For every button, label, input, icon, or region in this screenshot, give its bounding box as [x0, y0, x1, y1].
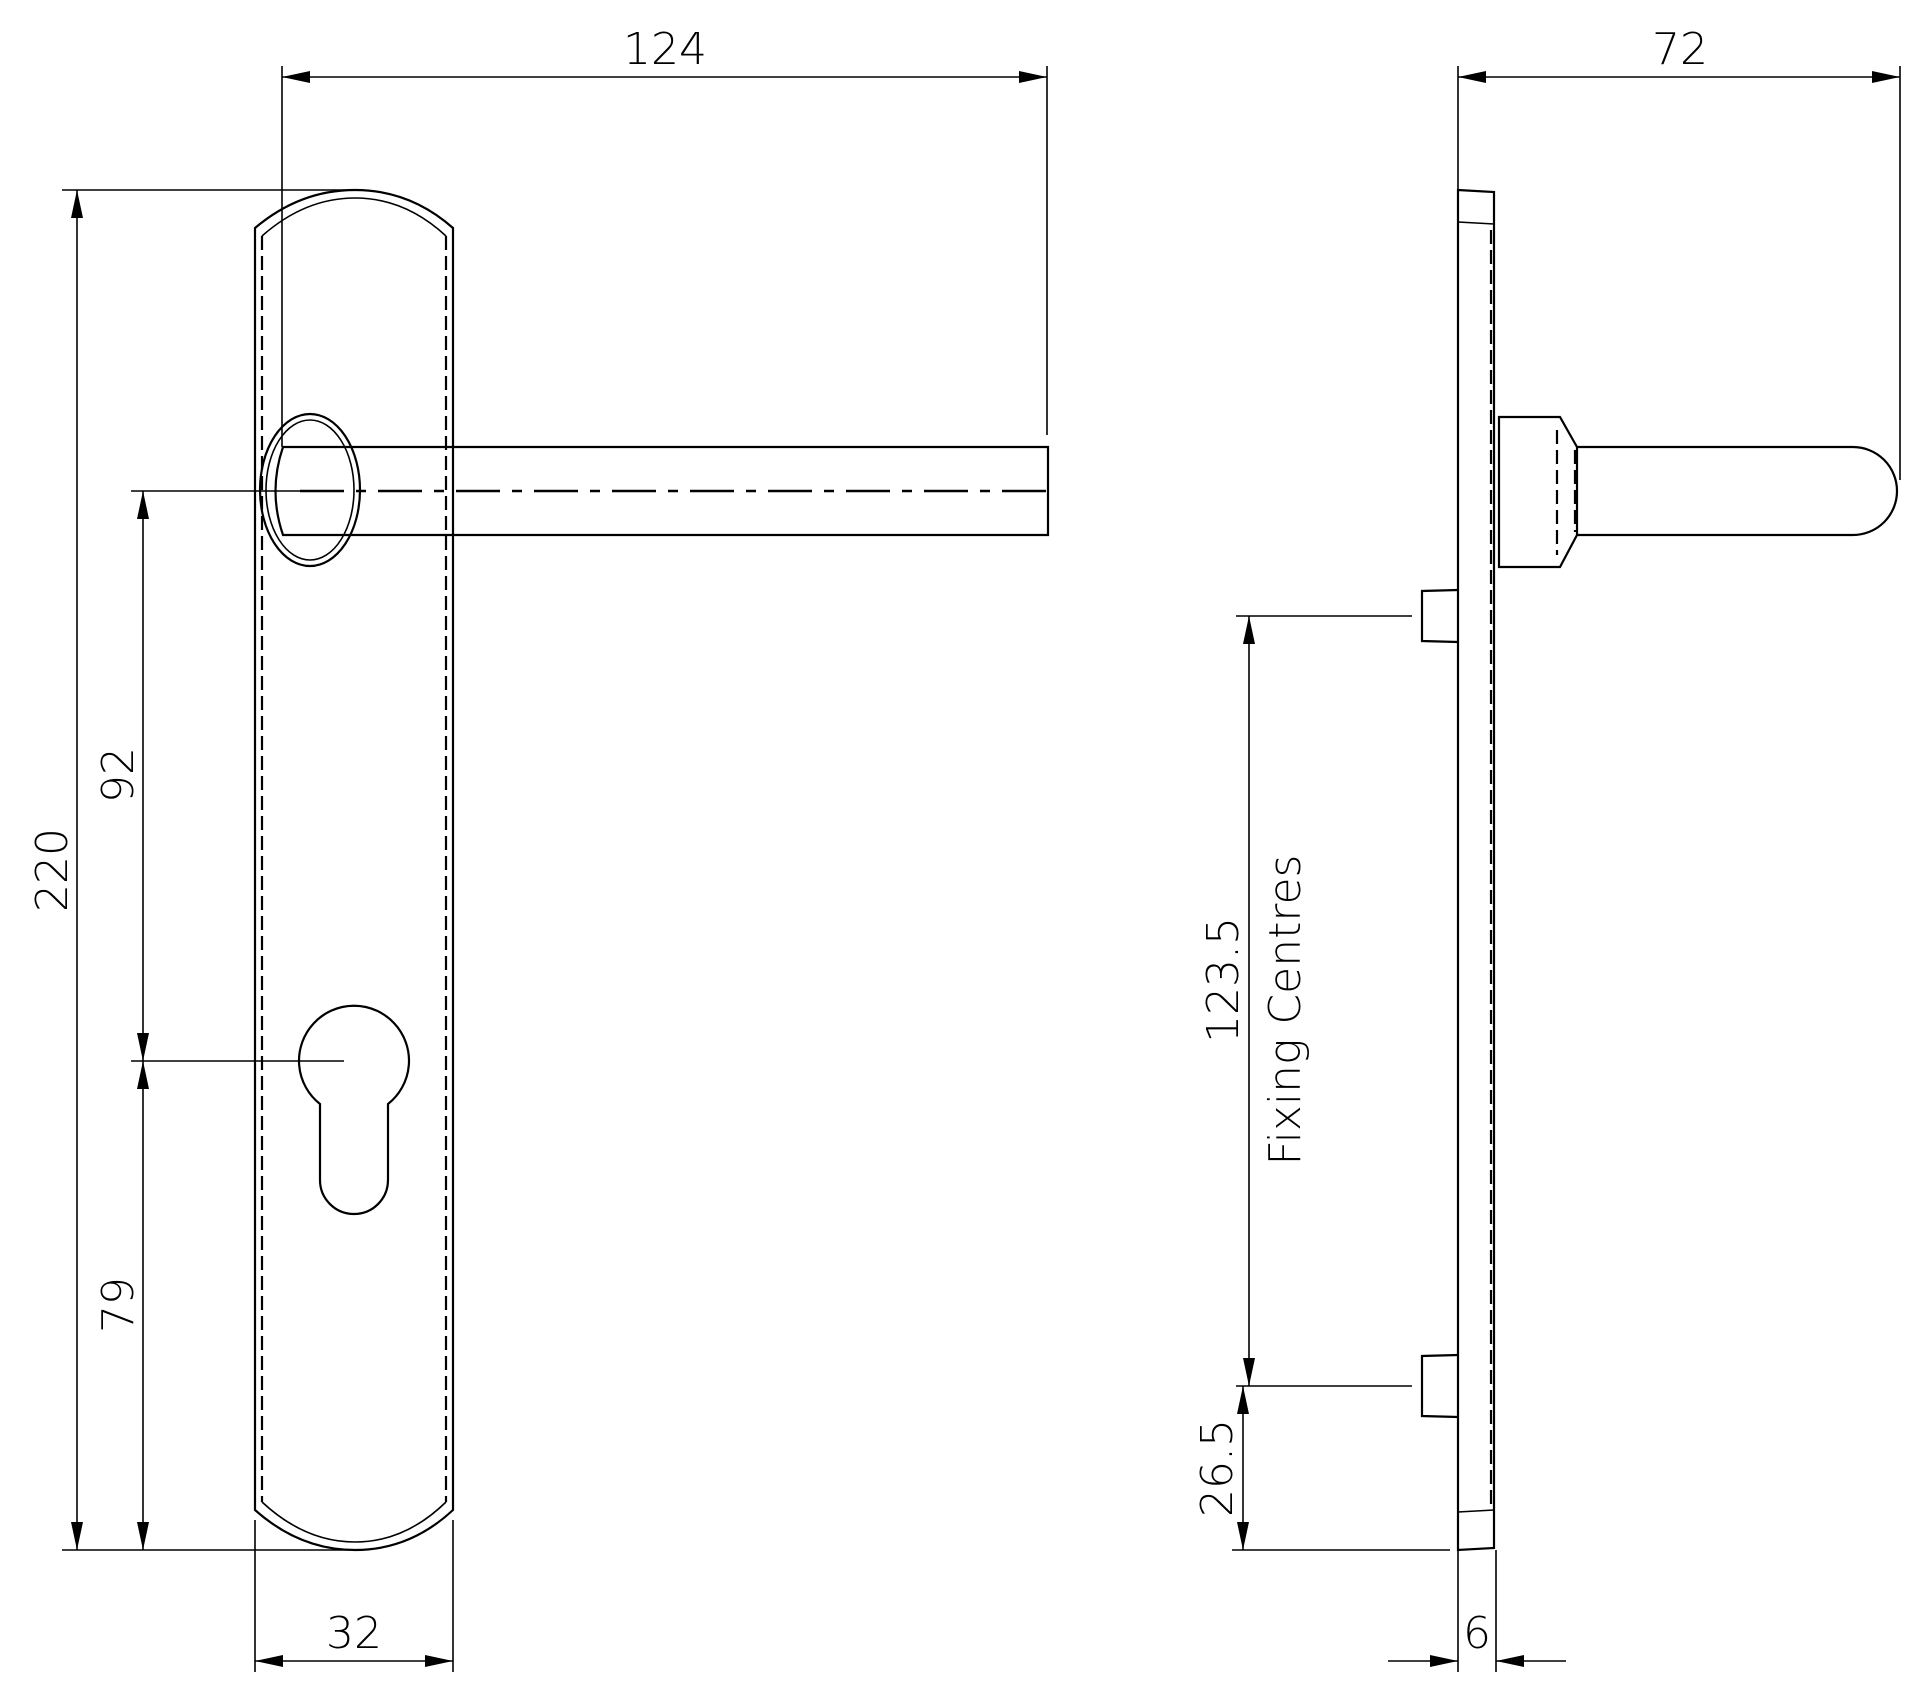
dim-26-5: 26.5	[1192, 1386, 1450, 1551]
side-backplate	[1456, 188, 1496, 1552]
svg-text:Fixing Centres: Fixing Centres	[1260, 855, 1311, 1166]
side-rose	[1497, 415, 1579, 569]
backplate-outline	[253, 188, 455, 1552]
dim-32: 32	[254, 1520, 454, 1672]
dim-92: 92	[93, 490, 300, 1061]
dim-fixing-centres: 123.5 Fixing Centres	[1198, 615, 1412, 1387]
svg-text:92: 92	[93, 747, 144, 803]
svg-text:32: 32	[326, 1608, 382, 1659]
svg-text:26.5: 26.5	[1192, 1419, 1243, 1517]
dim-6: 6	[1388, 1550, 1566, 1672]
svg-text:220: 220	[27, 828, 78, 912]
side-view	[1420, 188, 1899, 1552]
svg-text:72: 72	[1652, 24, 1708, 75]
lever	[274, 445, 1050, 537]
dim-72: 72	[1457, 24, 1901, 480]
front-view	[131, 188, 1050, 1552]
upper-fixing-boss	[1420, 588, 1459, 644]
euro-cylinder-keyhole	[297, 1004, 411, 1216]
backplate-inner-edge	[260, 236, 448, 1502]
lower-fixing-boss	[1420, 1353, 1459, 1419]
svg-text:124: 124	[623, 24, 707, 75]
dim-79: 79	[93, 1061, 149, 1550]
side-lever	[1577, 445, 1899, 537]
svg-text:6: 6	[1463, 1608, 1491, 1659]
dim-220: 220	[27, 189, 350, 1551]
svg-text:79: 79	[93, 1277, 144, 1333]
dim-124: 124	[281, 24, 1048, 447]
svg-text:123.5: 123.5	[1198, 917, 1249, 1043]
